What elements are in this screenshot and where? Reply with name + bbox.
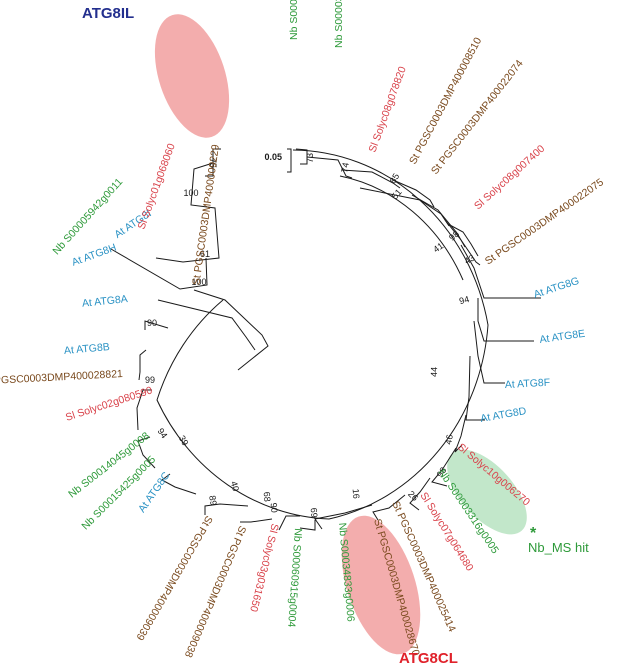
bootstrap-value: 100 xyxy=(183,188,198,198)
bootstrap-value: 61 xyxy=(200,249,210,259)
bootstrap-value: 94 xyxy=(155,426,169,440)
leaf-label: Sl Solyc01g068060 xyxy=(136,142,178,231)
scale-bar-label: 0.05 xyxy=(264,152,282,162)
bootstrap-value: 69 xyxy=(309,507,320,518)
bootstrap-value: 68 xyxy=(262,491,273,502)
atg8cl-highlight xyxy=(341,515,421,655)
bootstrap-value: 46 xyxy=(443,434,455,446)
bootstrap-value: 99 xyxy=(145,375,155,385)
atg8il-highlight xyxy=(154,14,230,138)
bootstrap-value: 90 xyxy=(147,318,157,328)
bootstrap-value: 89 xyxy=(207,495,219,507)
bootstrap-value: 74 xyxy=(339,162,351,174)
leaf-label: Nb S00005716g0005 xyxy=(288,0,300,40)
ms-hit-highlight xyxy=(447,449,527,535)
leaf-label: Nb S00060915g0004 xyxy=(285,528,304,628)
tree-branches xyxy=(110,148,541,531)
bootstrap-value: 98 xyxy=(435,465,449,479)
backbone-arc-inner xyxy=(339,175,464,281)
leaf-labels: Nb S00005716g0005 Nb S00003005g0010 Sl Sol… xyxy=(0,0,606,659)
bootstrap-value: 94 xyxy=(458,294,470,306)
leaf-label: At ATG8F xyxy=(505,377,551,391)
bootstrap-value: 75 xyxy=(208,158,218,168)
bootstrap-value: 40 xyxy=(229,480,241,492)
bootstrap-value: 16 xyxy=(351,488,362,499)
leaf-label: At ATG8B xyxy=(63,341,110,357)
leaf-label: Nb S00003005g0010 xyxy=(333,0,345,48)
bootstrap-value: 98 xyxy=(447,229,461,243)
bootstrap-value: 51 xyxy=(390,187,404,201)
bootstrap-value: 90 xyxy=(269,502,280,513)
leaf-label: Sl Solyc08g078820 xyxy=(367,65,409,154)
leaf-label: At ATG8G xyxy=(532,275,580,301)
leaf-label: Sl Solyc02g080590 xyxy=(64,384,154,423)
leaf-label: Sl Solyc08g007400 xyxy=(472,143,547,213)
bootstrap-value: 85 xyxy=(388,172,402,186)
bootstrap-value: 41 xyxy=(431,241,445,255)
backbone-arc xyxy=(156,149,489,520)
ms-hit-star: * xyxy=(530,525,537,542)
bootstrap-value: 73 xyxy=(305,153,315,163)
bootstrap-value: 44 xyxy=(429,367,439,377)
ms-hit-label: Nb_MS hit xyxy=(528,540,589,555)
leaf-label: At ATG8A xyxy=(81,293,128,310)
bootstrap-value: 39 xyxy=(177,434,191,448)
leaf-label: At ATG8D xyxy=(479,405,527,425)
atg8cl-label: ATG8CL xyxy=(399,650,458,667)
leaf-label: At ATG8E xyxy=(539,328,586,346)
bootstrap-value: 100 xyxy=(191,277,206,287)
scale-bar xyxy=(287,148,292,173)
leaf-label: At ATG8H xyxy=(70,242,118,269)
bootstrap-value: 43 xyxy=(463,253,477,267)
leaf-label: St PGSC0003DMP400028821 xyxy=(0,368,123,387)
bootstrap-values: 7374855198414394444698261669906889403994… xyxy=(145,153,476,518)
atg8il-label: ATG8IL xyxy=(82,5,134,22)
leaf-label: Sl Solyc03g031650 xyxy=(247,522,281,613)
